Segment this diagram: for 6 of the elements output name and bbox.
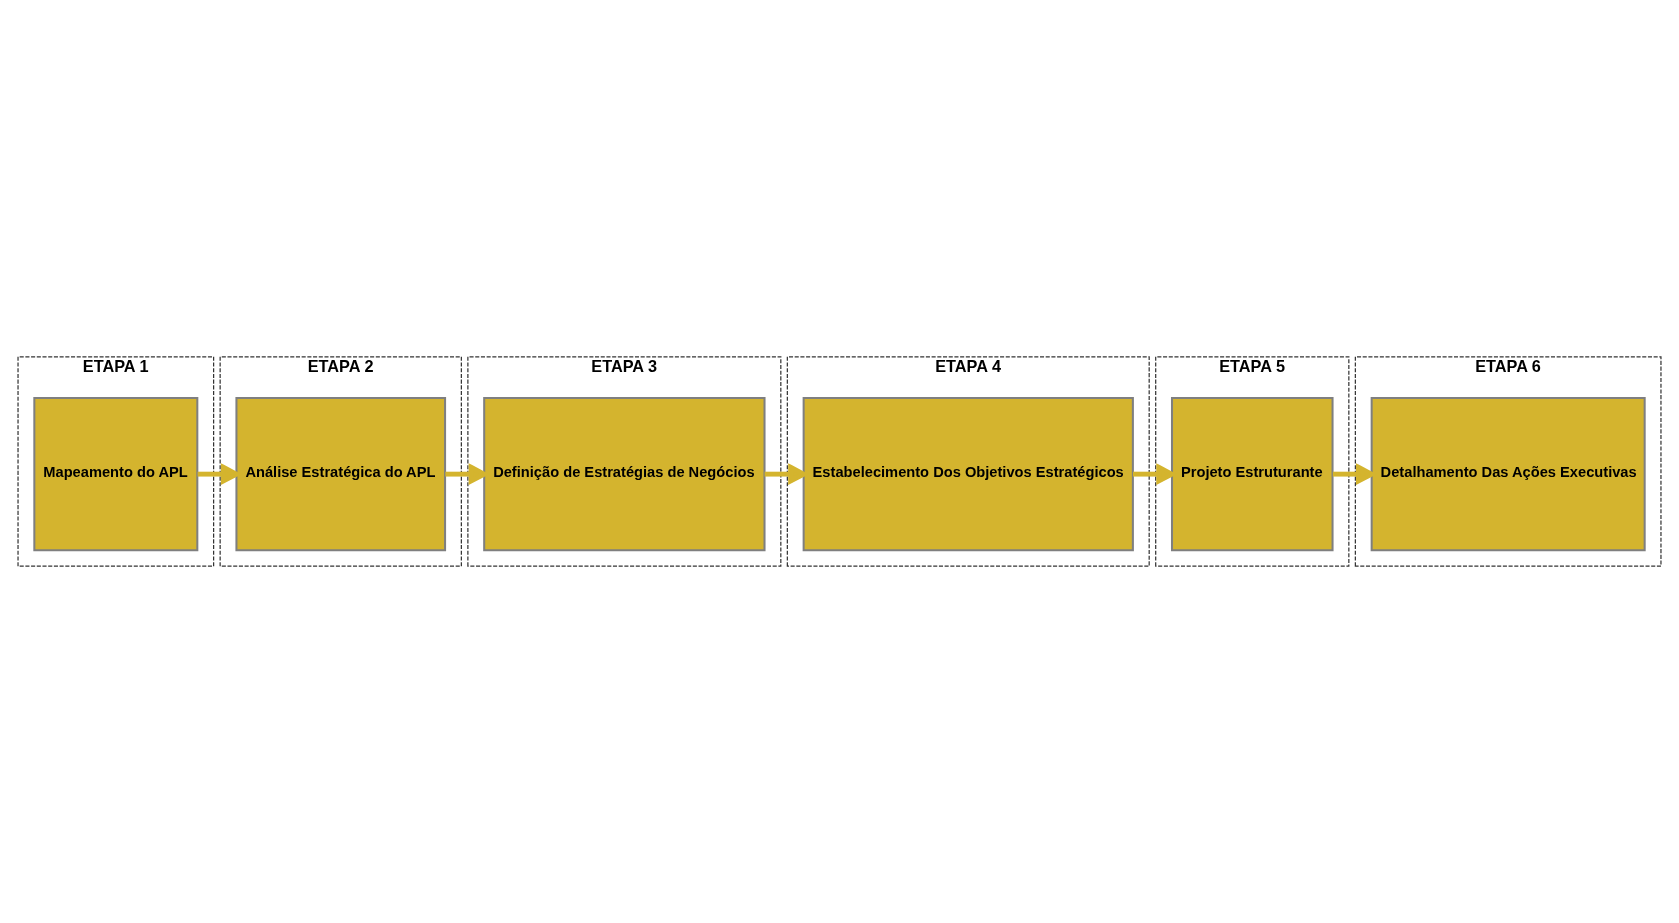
node-box: Definição de Estratégias de Negócios: [483, 396, 766, 552]
node-box: Projeto Estruturante: [1171, 396, 1334, 552]
node-box: Estabelecimento Dos Objetivos Estratégicos: [802, 396, 1134, 552]
node-box: Análise Estratégica do APL: [235, 396, 447, 552]
node-box: Mapeamento do APL: [33, 396, 199, 552]
node-box: Detalhamento Das Ações Executivas: [1370, 396, 1646, 552]
